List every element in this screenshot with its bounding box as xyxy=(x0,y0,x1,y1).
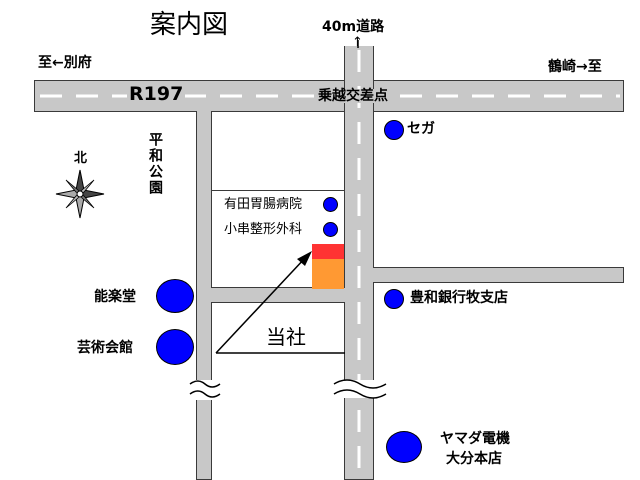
howa-bank-marker xyxy=(384,289,404,309)
compass-icon xyxy=(55,169,105,219)
left-direction-label: 至←別府 xyxy=(38,55,92,71)
top-road-label: 40m道路 xyxy=(322,19,385,35)
ogushi-clinic-label: 小串整形外科 xyxy=(224,222,303,237)
arita-hospital-label: 有田胃腸病院 xyxy=(224,197,303,212)
main-40m-road xyxy=(344,46,374,480)
top-arrow-icon: ↑ xyxy=(352,35,363,50)
map-title: 案内図 xyxy=(150,10,229,40)
nogakudo-label: 能楽堂 xyxy=(94,289,136,305)
our-company-building-top xyxy=(312,244,344,259)
park-label: 平和公園 xyxy=(147,132,163,196)
our-company-building-bottom xyxy=(312,259,344,289)
right-direction-label: 鶴崎→至 xyxy=(548,59,602,75)
hospital-block xyxy=(211,190,345,287)
arita-hospital-marker xyxy=(323,197,338,212)
geijutsu-kaikan-label: 芸術会館 xyxy=(77,340,133,356)
intersection-label: 乗越交差点 xyxy=(316,88,390,104)
sega-marker xyxy=(384,120,404,140)
nogakudo-marker xyxy=(156,279,194,313)
route-label: R197 xyxy=(127,83,186,105)
sega-label: セガ xyxy=(407,121,435,137)
howa-bank-label: 豊和銀行牧支店 xyxy=(410,290,508,306)
yamada-denki-marker xyxy=(386,431,422,463)
geijutsu-kaikan-marker xyxy=(156,329,194,365)
yamada-denki-label-line1: ヤマダ電機 xyxy=(440,431,510,447)
yamada-denki-label-line2: 大分本店 xyxy=(446,451,502,467)
our-company-label: 当社 xyxy=(266,325,306,349)
north-label: 北 xyxy=(74,151,88,166)
ogushi-clinic-marker xyxy=(323,222,338,237)
